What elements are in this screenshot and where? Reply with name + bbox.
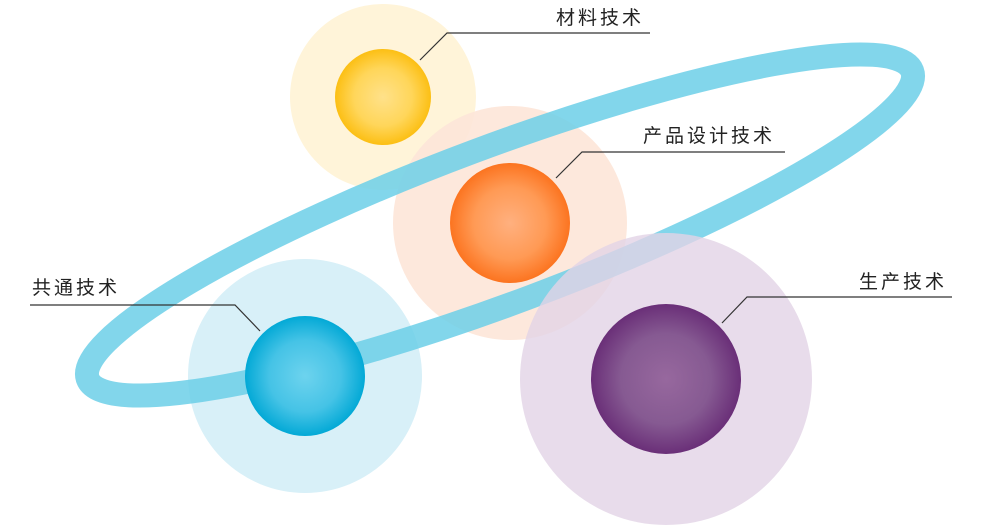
product-design-core [450,163,570,283]
materials-core [335,49,431,145]
materials-leader-line [419,32,650,61]
product-design-label: 产品设计技术 [643,125,776,147]
production-core [591,304,741,454]
product-design-leader-line [555,151,785,179]
orbit-ring [74,42,926,408]
production-label: 生产技术 [859,271,948,293]
common-leader-line [30,304,261,332]
materials-label: 材料技术 [556,7,645,29]
production-leader-line [721,296,952,324]
common-core [245,316,365,436]
common-label: 共通技术 [32,277,121,299]
